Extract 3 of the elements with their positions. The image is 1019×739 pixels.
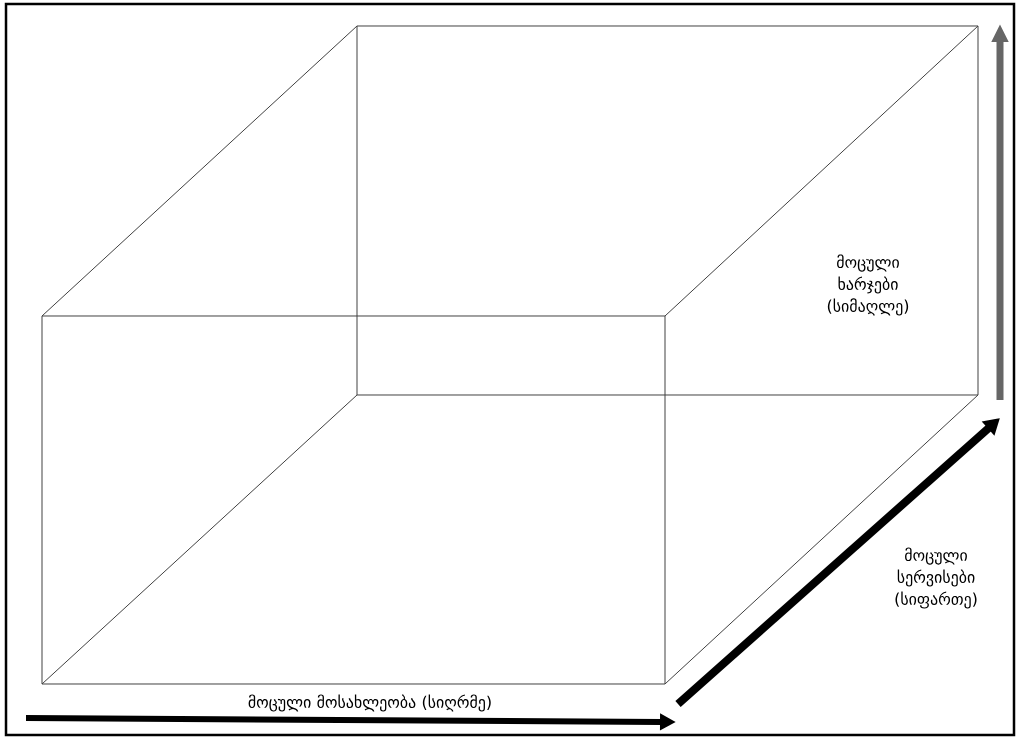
- axis-label: მოცული ხარჯები (სიმაღლე): [827, 254, 909, 316]
- axis-label: მოცული სერვისები (სიფართე): [895, 547, 977, 609]
- axis-label: მოცული მოსახლეობა (სიღრმე): [248, 694, 491, 712]
